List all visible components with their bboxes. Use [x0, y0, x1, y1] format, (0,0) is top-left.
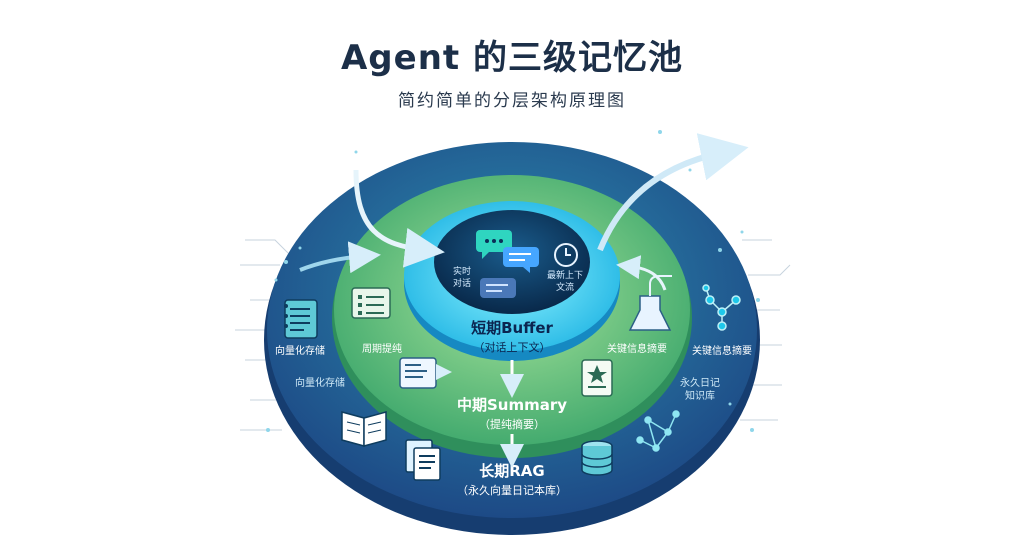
short-term-title: 短期Buffer: [471, 319, 553, 337]
right-mid-label: 关键信息摘要: [607, 342, 667, 355]
document-stack-icon: [405, 439, 441, 481]
left-mid-label: 周期提纯: [362, 342, 402, 355]
network-graph-icon: [636, 410, 680, 452]
core-label-left-2: 对话: [453, 277, 471, 289]
left-outer-label: 向量化存储: [275, 344, 325, 357]
document-list-icon: [351, 287, 391, 319]
right-low-label-2: 知识库: [685, 389, 715, 402]
input-flow-arrow: [353, 169, 445, 268]
mid-term-caption: （提纯摘要）: [479, 417, 545, 431]
core-label-right-2: 文流: [556, 281, 574, 293]
sparkle-dots: [266, 130, 760, 432]
chat-bubble-icon: [480, 278, 516, 298]
chat-bubble-icon: [476, 230, 512, 259]
right-return-arrow: [616, 255, 667, 291]
database-icon: [581, 440, 613, 476]
chat-bubble-icon: [503, 247, 539, 273]
page-subtitle: 简约简单的分层架构原理图: [398, 91, 626, 111]
left-flow-arrow: [299, 241, 381, 274]
distillation-flask-icon: [628, 275, 672, 331]
core-label-left-1: 实时: [453, 265, 471, 277]
starred-document-icon: [581, 359, 613, 397]
core-label-right-1: 最新上下: [547, 269, 583, 281]
short-term-caption: （对话上下文）: [474, 340, 551, 354]
long-term-caption: （永久向量日记本库）: [457, 483, 567, 497]
open-book-icon: [341, 411, 387, 447]
left-low-label: 向量化存储: [295, 376, 345, 389]
mid-term-title: 中期Summary: [457, 396, 567, 414]
clock-icon: [554, 243, 578, 267]
notebook-icon: [284, 299, 318, 339]
summary-document-icon: [399, 357, 452, 389]
molecule-icon: [702, 284, 741, 331]
right-outer-label: 关键信息摘要: [692, 344, 752, 357]
right-low-label-1: 永久日记: [680, 376, 720, 389]
long-term-title: 长期RAG: [479, 462, 544, 480]
page-title: Agent 的三级记忆池: [340, 38, 683, 78]
output-flow-arrow: [597, 133, 749, 252]
